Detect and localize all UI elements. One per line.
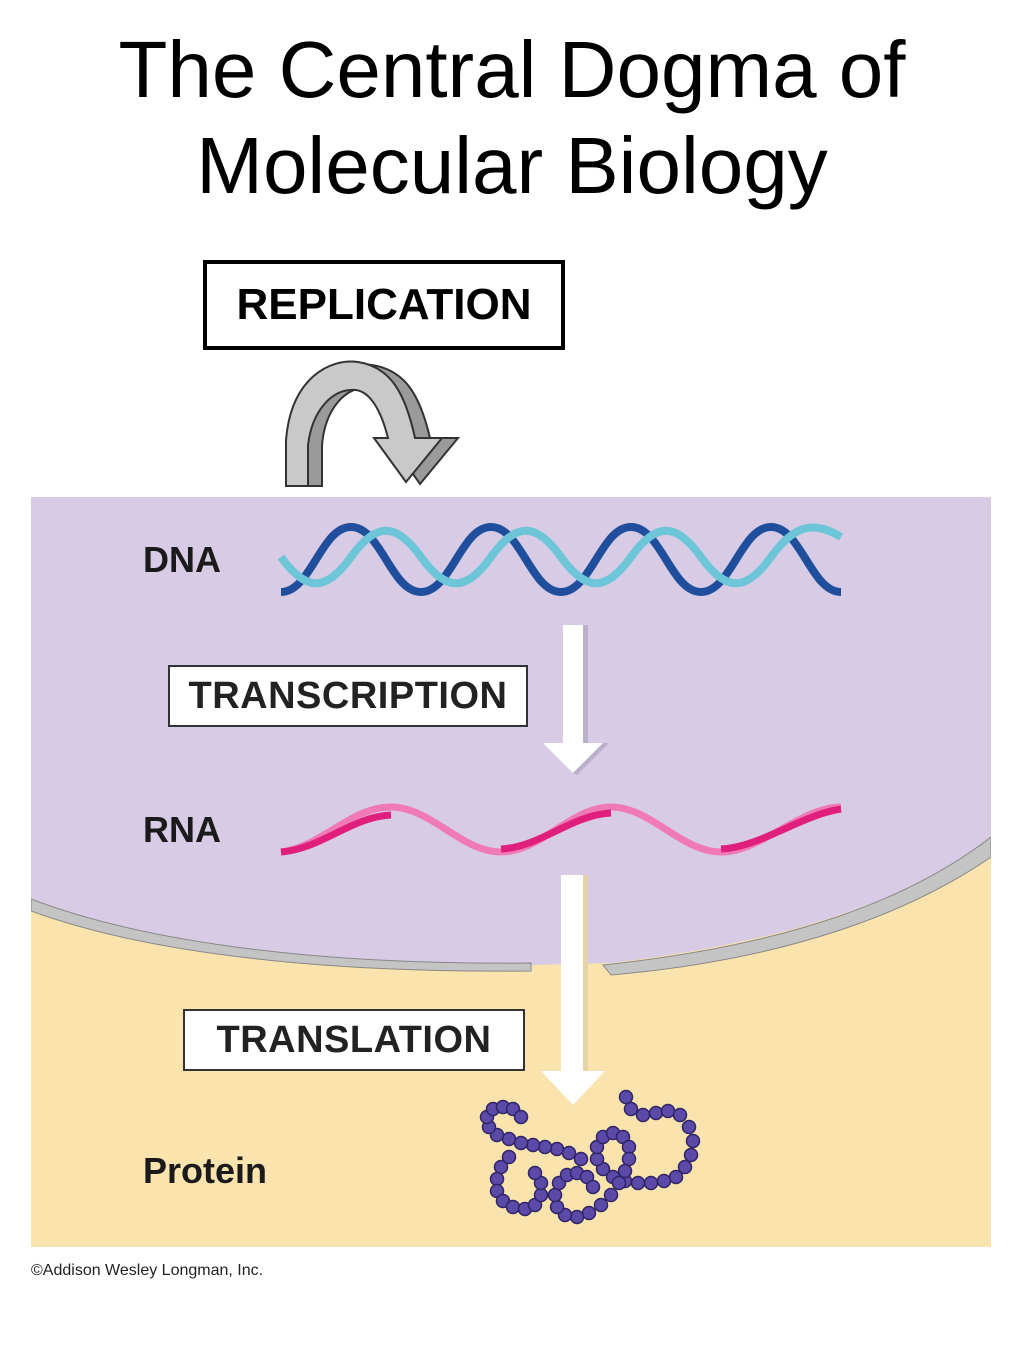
protein-bead <box>603 1187 619 1203</box>
protein-bead <box>533 1187 549 1203</box>
down-arrow-icon <box>541 875 605 1105</box>
replication-label: REPLICATION <box>236 280 532 329</box>
protein-bead <box>681 1119 697 1135</box>
protein-bead <box>537 1139 553 1155</box>
title-line-1: The Central Dogma of <box>118 25 906 114</box>
protein-bead <box>672 1107 688 1123</box>
protein-bead <box>573 1151 589 1167</box>
protein-bead <box>643 1175 659 1191</box>
protein-bead <box>569 1209 585 1225</box>
transcription-box: TRANSCRIPTION <box>168 665 528 727</box>
protein-bead <box>668 1169 684 1185</box>
protein-bead <box>621 1139 637 1155</box>
protein-bead <box>527 1165 543 1181</box>
protein-bead <box>618 1089 634 1105</box>
translation-box: TRANSLATION <box>183 1009 525 1071</box>
dna-label: DNA <box>143 539 221 580</box>
protein-bead <box>656 1173 672 1189</box>
protein-bead <box>513 1135 529 1151</box>
page-title: The Central Dogma of Molecular Biology <box>0 22 1024 214</box>
protein-bead <box>561 1145 577 1161</box>
protein-bead <box>549 1141 565 1157</box>
protein-bead <box>525 1137 541 1153</box>
protein-bead <box>547 1187 563 1203</box>
protein-bead <box>493 1159 509 1175</box>
protein-bead <box>513 1109 529 1125</box>
protein-bead <box>549 1199 565 1215</box>
protein-bead <box>501 1131 517 1147</box>
protein-bead <box>617 1163 633 1179</box>
nuclear-membrane-left <box>31 898 532 972</box>
protein-bead <box>611 1175 627 1191</box>
nuclear-membrane-right <box>602 836 991 976</box>
replication-label-box: REPLICATION <box>203 260 565 350</box>
protein-bead <box>683 1147 699 1163</box>
protein-chain <box>479 1089 701 1225</box>
dna-helix <box>277 522 844 597</box>
protein-bead <box>505 1199 521 1215</box>
protein-bead <box>621 1151 637 1167</box>
protein-bead <box>685 1133 701 1149</box>
protein-label: Protein <box>143 1150 268 1191</box>
protein-bead <box>648 1105 664 1121</box>
protein-bead <box>660 1103 676 1119</box>
cell-illustration <box>31 497 991 1247</box>
protein-bead <box>593 1197 609 1213</box>
title-line-2: Molecular Biology <box>196 121 828 210</box>
rna-label: RNA <box>143 809 221 850</box>
protein-bead <box>677 1159 693 1175</box>
cell-panel: DNA RNA Protein TRANSCRIPTION TRANSLATIO… <box>31 497 991 1247</box>
protein-bead <box>589 1151 605 1167</box>
copyright-credit: ©Addison Wesley Longman, Inc. <box>31 1262 264 1279</box>
protein-bead <box>501 1149 517 1165</box>
protein-bead <box>581 1205 597 1221</box>
protein-bead <box>635 1107 651 1123</box>
translation-label: TRANSLATION <box>216 1018 492 1061</box>
transcription-label: TRANSCRIPTION <box>188 674 508 717</box>
rna-strand <box>280 803 842 856</box>
protein-bead <box>623 1101 639 1117</box>
protein-bead <box>585 1179 601 1195</box>
curved-arrow-icon <box>285 360 461 487</box>
protein-bead <box>630 1175 646 1191</box>
down-arrow-icon <box>543 625 609 775</box>
protein-bead <box>489 1171 505 1187</box>
